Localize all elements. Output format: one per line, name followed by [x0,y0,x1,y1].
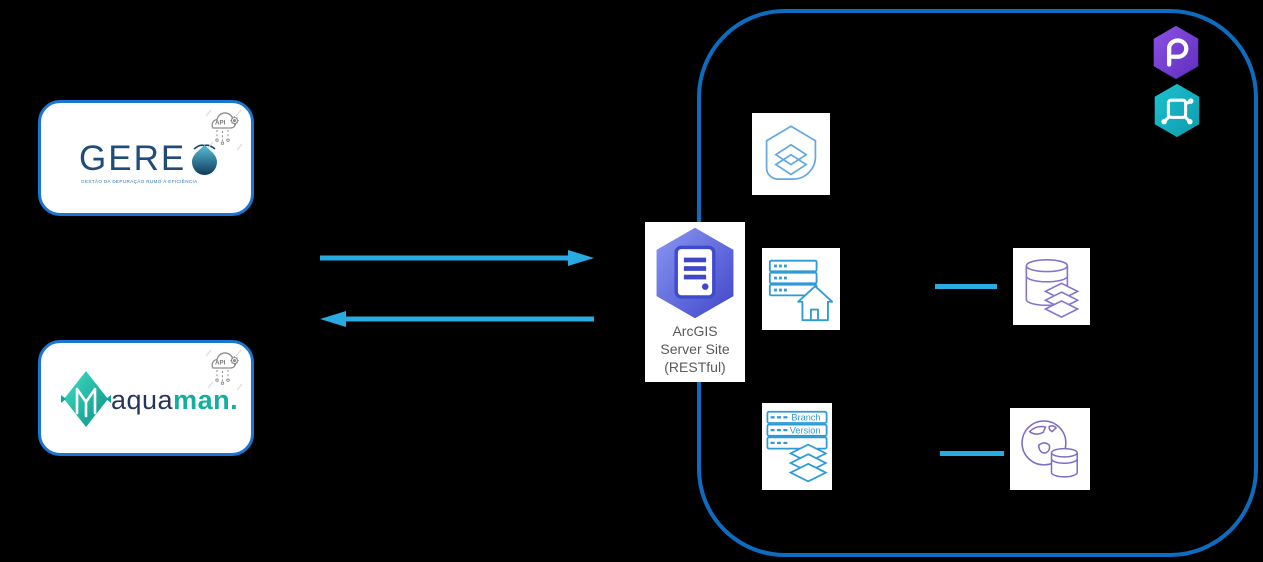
arcgis-server-label: ArcGIS Server Site (RESTful) [660,322,729,376]
enterprise-geodatabase-card [1013,248,1090,325]
server-rack-branch-version-layers-icon: Branch Version [766,410,828,482]
aquaman-text-aqua: aqua [111,385,174,415]
arcgis-server-label-line1: ArcGIS [672,323,718,339]
api-cloud-icon: API [205,109,243,151]
branch-row-label: Branch [791,412,820,422]
gere-app-card: GERE GESTÃO DA DEPURAÇÃO RUMO À EFICIÊNC… [38,100,254,216]
version-row-label: Version [790,425,821,435]
aquaman-app-card: aquaman. API [38,340,254,456]
response-arrow-left [320,311,594,327]
server-rack-house-icon [768,259,834,322]
aquaman-text-man: man [173,385,231,415]
arcgis-server-card: ArcGIS Server Site (RESTful) [645,222,745,382]
gere-logo-text: GERE [79,139,187,178]
globe-database-icon [1021,420,1078,478]
gis-server-card [752,113,830,195]
branch-version-server-card: Branch Version [762,403,832,490]
connector-server-to-geodatabase [935,284,997,289]
arcgis-server-label-line3: (RESTful) [664,359,726,375]
web-geodatabase-card [1010,408,1090,490]
teal-hexagon-utility-network-icon [1154,83,1200,138]
diamond-m-icon [61,371,111,427]
connector-branch-to-web-geodatabase [940,451,1004,456]
shield-layers-icon [765,125,817,180]
gere-logo: GERE [79,141,218,176]
api-cloud-icon: API [205,349,243,391]
gere-tagline: GESTÃO DA DEPURAÇÃO RUMO À EFICIÊNCIA [81,179,198,184]
api-badge-label: API [215,120,226,127]
arcgis-server-label-line2: Server Site [660,341,730,357]
aquaman-logo-text: aquaman. [111,385,238,416]
aquaman-text-dot: . [230,385,239,415]
arcgis-server-hexagon-document-icon [656,227,734,319]
api-badge-label: API [215,360,226,367]
hosted-server-card [762,248,840,330]
request-arrow-right [320,250,594,266]
purple-hexagon-pro-icon [1153,25,1199,80]
database-layers-icon [1025,258,1079,318]
